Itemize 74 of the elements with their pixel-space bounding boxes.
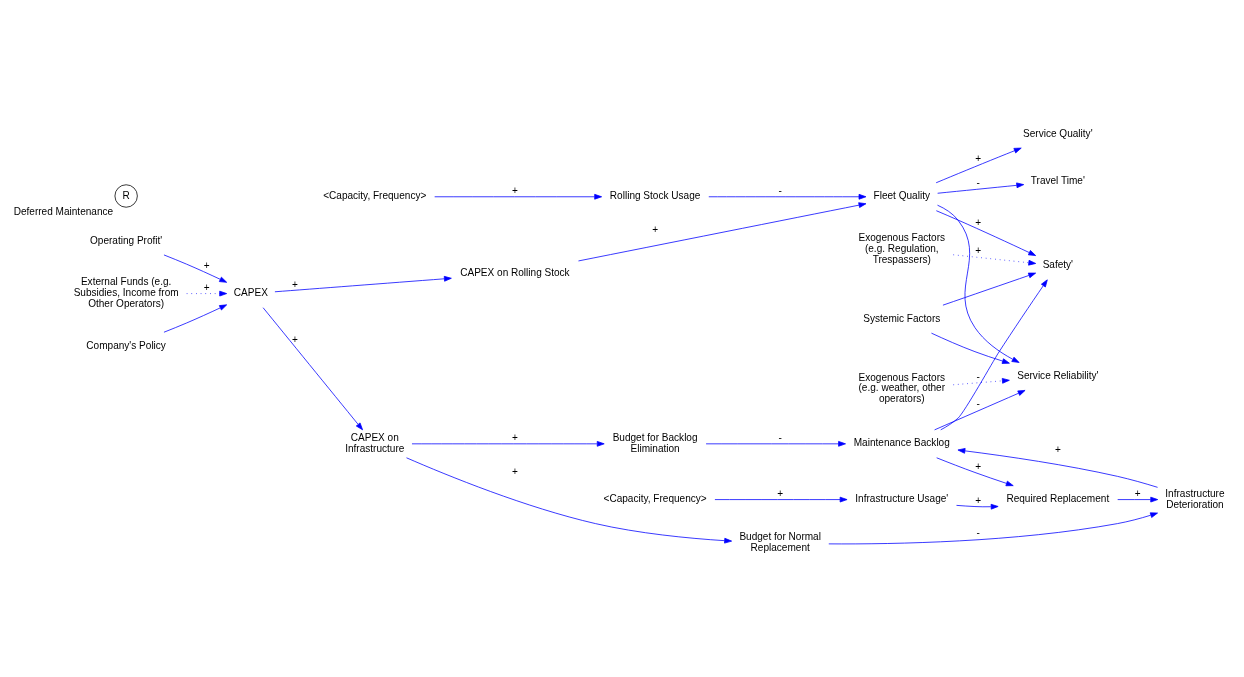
node-text: CAPEX on Rolling Stock <box>460 267 570 279</box>
arrow <box>434 193 603 200</box>
node-text: <Capacity, Frequency> <box>603 493 707 505</box>
arrow <box>937 204 1020 363</box>
edge-label: + <box>1134 487 1141 499</box>
node-text: Systemic Factors <box>863 312 941 324</box>
node-text: Budget for Backlog Elimination <box>612 432 698 454</box>
node-label: Deferred Maintenance <box>13 206 114 218</box>
edge-label: + <box>292 334 298 346</box>
arrow <box>934 390 1026 431</box>
node-text: CAPEX on Infrastructure <box>345 432 405 454</box>
edge-label: + <box>292 278 298 290</box>
arrow <box>708 193 867 200</box>
node-text: Maintenance Backlog <box>853 437 950 449</box>
node-circle: R <box>114 184 138 208</box>
edge-label: - <box>778 184 782 196</box>
arrow <box>714 496 848 503</box>
node-text: Service Quality' <box>1023 127 1093 139</box>
node-text: Safety' <box>1042 259 1074 271</box>
arrow <box>957 448 1158 488</box>
arrow <box>952 254 1037 266</box>
arrow <box>937 182 1025 194</box>
arrow <box>262 307 363 431</box>
node-text: Rolling Stock Usage <box>609 190 701 202</box>
edge-label: + <box>975 494 981 506</box>
edge-label: + <box>652 223 659 235</box>
arrow <box>942 272 1037 306</box>
arrow <box>411 441 605 447</box>
edge-label: + <box>975 245 981 257</box>
edge-label: + <box>511 184 518 196</box>
edge-label: + <box>511 466 518 478</box>
arrow <box>1117 496 1159 503</box>
edge-label: - <box>976 370 980 382</box>
arrow <box>578 202 867 262</box>
node-text: Infrastructure Usage' <box>855 493 949 505</box>
edge-label: + <box>511 432 518 444</box>
edge-label: + <box>975 216 981 228</box>
arrow <box>935 210 1037 256</box>
arrow <box>163 254 228 283</box>
arrow <box>406 457 732 544</box>
node-text: External Funds (e.g. Subsidies, Income from Other Operators) <box>73 276 179 310</box>
arrow <box>940 279 1048 431</box>
edge-label: + <box>203 281 210 293</box>
arrow <box>828 512 1158 545</box>
node-text: Required Replacement <box>1006 493 1110 505</box>
node-text: Operating Profit' <box>90 234 163 246</box>
arrow <box>705 441 846 447</box>
node-text: Service Reliability' <box>1017 370 1099 382</box>
node-text: CAPEX <box>233 287 268 299</box>
edge-label: + <box>975 460 981 472</box>
edge-label: + <box>777 487 784 499</box>
node-text: Fleet Quality <box>873 190 930 202</box>
node-text: Company's Policy <box>86 339 166 351</box>
edge-label: - <box>976 527 980 539</box>
arrow <box>956 503 999 510</box>
arrow <box>163 304 228 333</box>
arrow <box>936 457 1014 487</box>
arrow <box>931 332 1010 364</box>
node-text: Exogenous Factors (e.g. weather, other operators) <box>858 371 946 405</box>
node-text: Travel Time' <box>1030 174 1085 186</box>
edge-label: + <box>1054 443 1061 455</box>
arrow <box>935 147 1022 184</box>
edge-label: + <box>975 153 981 165</box>
edge-label: - <box>976 177 980 189</box>
arrow <box>952 378 1010 386</box>
arrow <box>186 290 228 297</box>
node-text: Exogenous Factors (e.g. Regulation, Trespassers) <box>858 232 946 265</box>
arrow <box>274 275 452 293</box>
edge-label: - <box>778 432 782 444</box>
edge-label: - <box>976 397 980 409</box>
edge-label: + <box>203 260 210 272</box>
node-text: Budget for Normal Replacement <box>739 531 821 554</box>
node-text: Infrastructure Deterioration <box>1165 487 1225 510</box>
node-text: <Capacity, Frequency> <box>323 190 427 202</box>
